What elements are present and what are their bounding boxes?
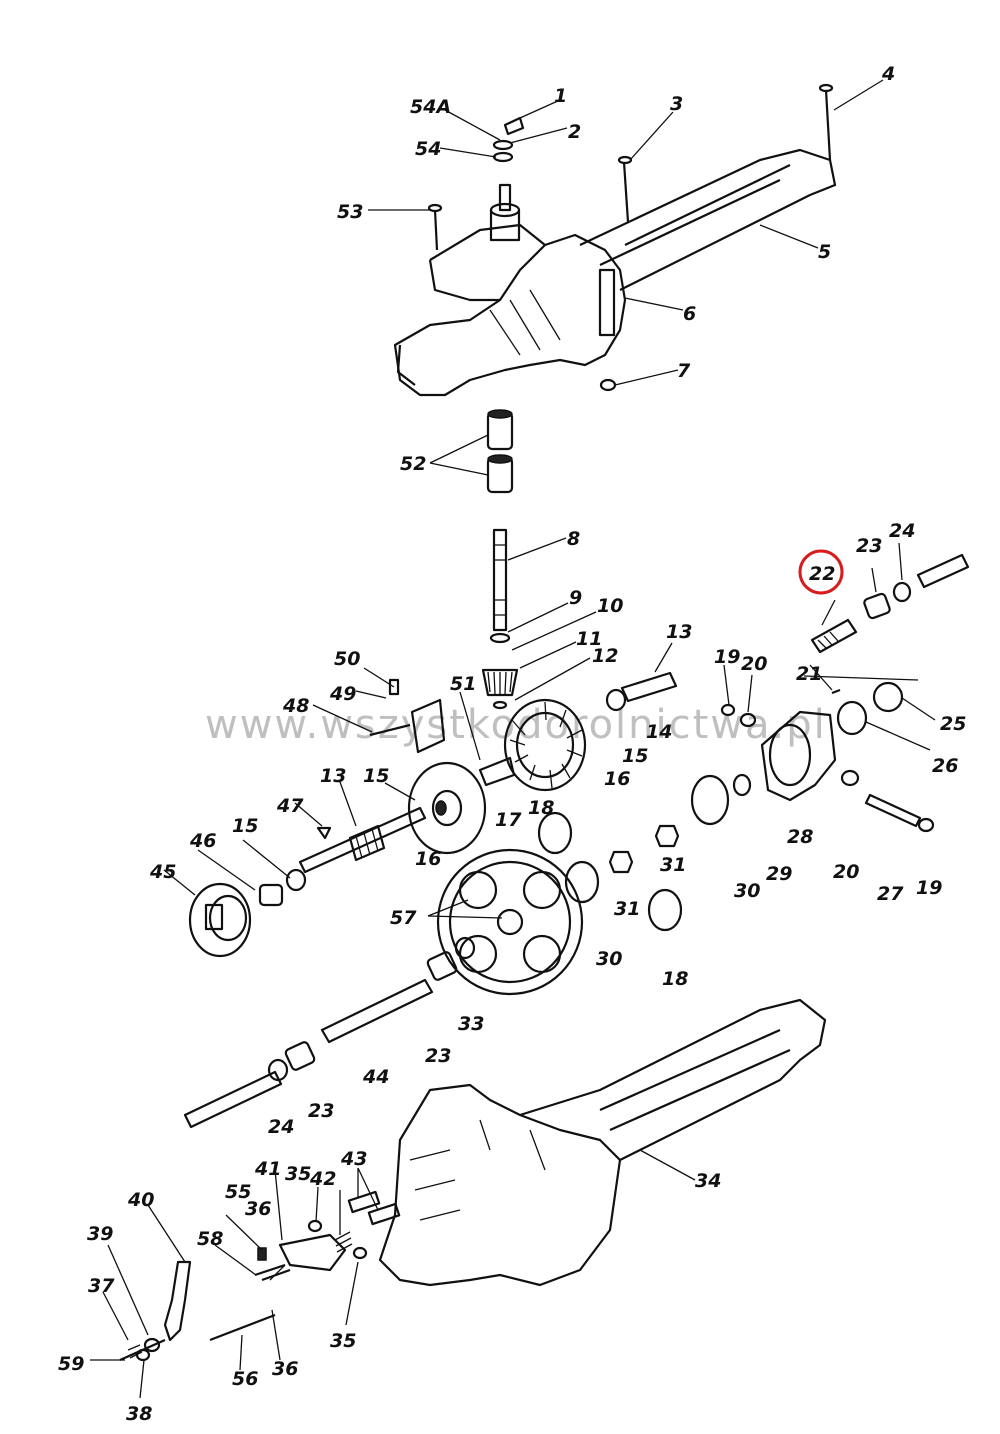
callout-label: 21 [796,663,822,685]
callout-label: 42 [309,1168,336,1190]
callout-label: 49 [329,683,356,705]
callout-label: 9 [569,587,582,609]
callout-label: 33 [458,1013,484,1035]
shift-linkage [119,1190,401,1362]
spur-gear-16-left [407,761,487,855]
callout-label: 15 [622,745,648,767]
callout-label: 36 [272,1358,298,1380]
callout-label: 15 [363,765,389,787]
callout-label: 19 [916,877,942,899]
callout-label: 4 [881,63,895,85]
callout-label: 20 [741,653,767,675]
callout-label: 55 [225,1181,251,1203]
callout-label: 35 [330,1330,356,1352]
callout-label: 46 [189,830,216,852]
callout-label: 20 [833,861,859,883]
callout-label: 37 [88,1275,115,1297]
callout-label: 23 [308,1100,334,1122]
callout-label: 44 [362,1066,389,1088]
callout-label: 13 [666,621,692,643]
highlight-circle-22 [798,549,844,595]
callout-label: 7 [677,360,691,382]
callout-label: 16 [415,848,441,870]
flange-45 [188,882,252,958]
callout-label: 23 [856,535,882,557]
callout-label: 41 [254,1158,281,1180]
output-shaft-44 [183,936,476,1129]
callout-label: 24 [889,520,915,542]
leader-lines-lower [90,781,696,1399]
callout-label: 2 [568,121,581,143]
upper-housing [393,148,837,397]
callout-label: 34 [695,1170,721,1192]
callout-label: 18 [662,968,688,990]
top-fasteners [427,83,834,392]
differential-housing-28 [760,710,837,802]
callout-label: 31 [614,898,640,920]
lower-housing-34 [378,998,827,1287]
input-shaft-8 [481,528,519,710]
callout-label: 13 [320,765,346,787]
small-gears-18-30 [537,773,752,932]
leader-lines [312,79,936,761]
callout-label: 17 [495,809,522,831]
callout-label: 23 [425,1045,451,1067]
callout-label: 12 [592,645,618,667]
callout-label: 6 [683,303,696,325]
callout-label: 25 [940,713,966,735]
callout-label: 35 [285,1163,311,1185]
callout-label: 1 [554,85,567,107]
callout-label: 15 [232,815,258,837]
callout-label: 54 [415,138,441,160]
bevel-gear-16 [503,698,587,792]
callout-label: 51 [450,673,476,695]
callout-label: 52 [400,453,426,475]
callout-label: 56 [232,1368,258,1390]
callout-label: 10 [597,595,623,617]
callout-labels: 1 2 3 4 5 6 7 8 9 10 11 12 13 13 14 15 1… [58,63,966,1425]
callout-label: 50 [334,648,360,670]
callout-label: 27 [877,883,904,905]
callout-label: 59 [58,1353,84,1375]
callout-label: 19 [714,646,740,668]
callout-label: 8 [567,528,580,550]
bushings-52 [486,409,514,494]
callout-label: 29 [766,863,792,885]
callout-label: 36 [245,1198,271,1220]
callout-label: 16 [604,768,630,790]
left-small-parts [316,678,446,840]
callout-label: 5 [818,241,831,263]
callout-label: 18 [528,797,554,819]
callout-label: 11 [576,628,602,650]
callout-label: 30 [596,948,622,970]
callout-label: 57 [390,907,417,929]
callout-label: 3 [670,93,683,115]
callout-label: 47 [276,795,304,817]
callout-label: 53 [337,201,363,223]
callout-label: 39 [87,1223,113,1245]
right-side-parts [478,671,935,833]
callout-label: 31 [660,854,686,876]
callout-label: 45 [149,861,176,883]
callout-label: 54A [410,96,451,118]
callout-label: 30 [734,880,760,902]
callout-label: 14 [646,721,672,743]
callout-label: 58 [197,1228,223,1250]
spacer-46-15 [258,868,307,907]
callout-label: 22 [809,563,835,585]
callout-label: 43 [340,1148,367,1170]
large-spur-gear-57 [436,848,584,996]
callout-label: 24 [268,1116,294,1138]
shaft-22-parts [810,553,970,654]
callout-label: 28 [787,826,813,848]
shaft-13-pinion [298,806,427,874]
callout-label: 48 [282,695,309,717]
callout-label: 38 [126,1403,152,1425]
callout-label: 26 [932,755,958,777]
